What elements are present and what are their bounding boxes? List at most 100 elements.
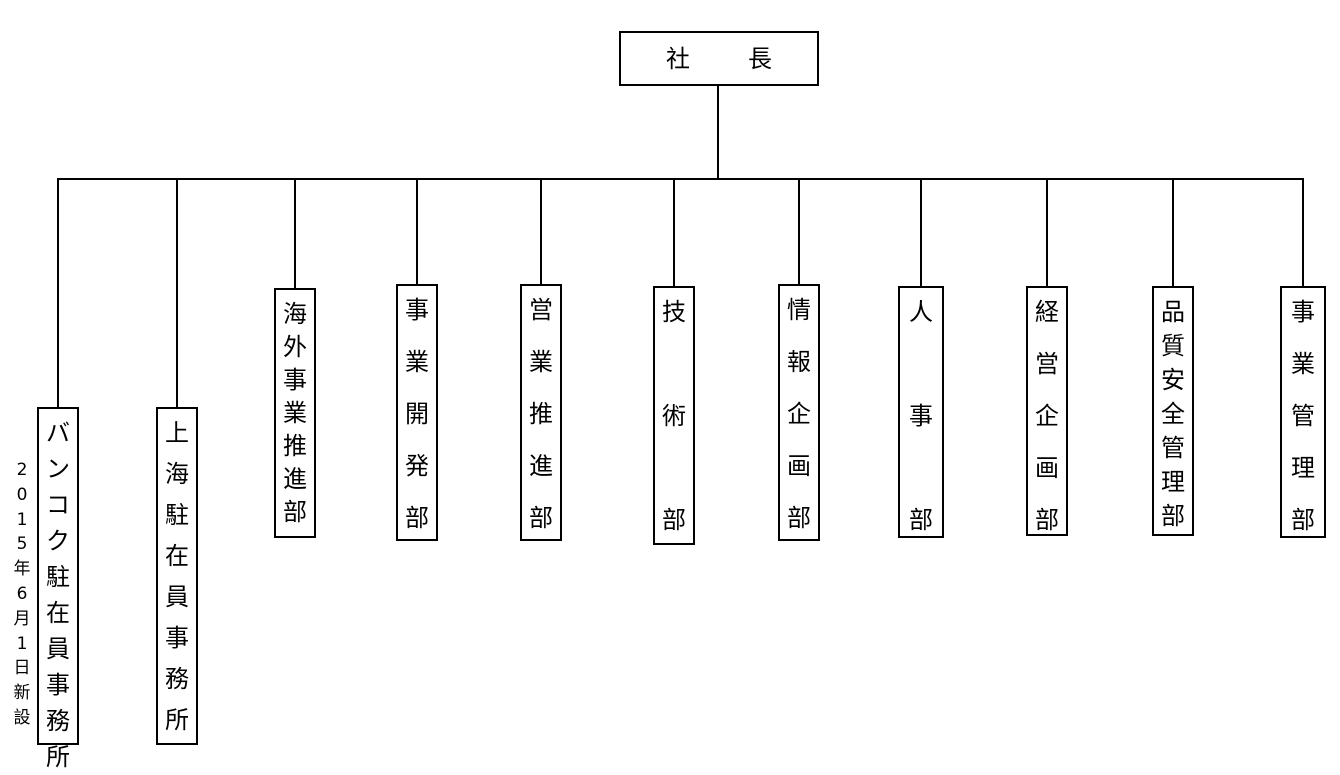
connector-line-sales <box>540 178 542 284</box>
department-label-char: 上 <box>165 419 189 447</box>
department-label-char: 画 <box>1035 454 1059 482</box>
note-char: 1 <box>16 509 28 530</box>
department-label-char: 海 <box>165 460 189 488</box>
note-char: 1 <box>16 633 28 654</box>
department-label-char: 部 <box>787 504 811 532</box>
department-label-char: コ <box>46 491 70 519</box>
connector-line-hr <box>920 178 922 286</box>
connector-line-overseas <box>294 178 296 288</box>
department-label-char: 開 <box>405 400 429 428</box>
department-box-hr: 人事部 <box>898 286 944 538</box>
connector-line-quality <box>1172 178 1174 286</box>
connector-line-bizmgmt <box>1302 178 1304 286</box>
connector-line-tech <box>673 178 675 286</box>
department-label-char: 部 <box>283 498 307 526</box>
connector-line-bangkok <box>57 178 59 407</box>
department-label-char: 全 <box>1161 400 1185 428</box>
department-label-char: 事 <box>909 402 933 430</box>
ceo-label: 社長 <box>666 44 830 73</box>
ceo-connector-line <box>717 86 719 178</box>
department-label-char: 発 <box>405 452 429 480</box>
department-label-char: 海 <box>283 300 307 328</box>
department-label-char: ン <box>46 455 70 483</box>
department-label-char: 質 <box>1161 332 1185 360</box>
department-label-char: 画 <box>787 452 811 480</box>
department-label-char: 部 <box>1035 506 1059 534</box>
department-box-sales: 営業推進部 <box>520 284 562 541</box>
department-box-tech: 技術部 <box>653 286 695 545</box>
ceo-box: 社長 <box>619 31 819 86</box>
department-label-char: 務 <box>165 665 189 693</box>
department-label-char: 技 <box>662 298 686 326</box>
department-label-char: 業 <box>1291 350 1315 378</box>
department-label-char: 業 <box>405 348 429 376</box>
note-char: 2 <box>16 460 28 480</box>
note-char: 6 <box>16 583 28 604</box>
department-label-char: バ <box>46 419 70 447</box>
department-label-char: 部 <box>909 506 933 534</box>
department-label-char: 所 <box>165 706 189 734</box>
department-label-char: 員 <box>165 583 189 611</box>
department-label-char: 部 <box>1161 502 1185 530</box>
connector-line-shanghai <box>176 178 178 407</box>
department-label-char: 人 <box>909 298 933 326</box>
department-box-bizmgmt: 事業管理部 <box>1280 286 1326 538</box>
department-label-char: 在 <box>46 599 70 627</box>
department-label-char: 業 <box>529 348 553 376</box>
department-label-char: 業 <box>283 399 307 427</box>
horizontal-bus-line <box>58 178 1302 180</box>
department-label-char: 務 <box>46 707 70 735</box>
department-label-char: 安 <box>1161 366 1185 394</box>
note-char: 5 <box>16 534 28 555</box>
department-label-char: 品 <box>1161 298 1185 326</box>
department-label-char: 経 <box>1035 298 1059 326</box>
department-box-shanghai: 上海駐在員事務所 <box>156 407 198 745</box>
note-char: 0 <box>16 484 28 505</box>
note-char: 新 <box>13 683 31 704</box>
established-note: 2 0 1 5 年 6 月 1 日新設 <box>12 462 32 735</box>
department-label-char: 事 <box>165 624 189 652</box>
department-label-char: 管 <box>1291 402 1315 430</box>
department-label-char: 部 <box>662 506 686 534</box>
department-label-char: 在 <box>165 542 189 570</box>
department-label-char: 駐 <box>46 563 70 591</box>
department-label-char: 事 <box>405 296 429 324</box>
connector-line-infoplan <box>798 178 800 284</box>
department-box-mgmtplan: 経営企画部 <box>1026 286 1068 536</box>
department-label-char: 外 <box>283 333 307 361</box>
department-label-char: 事 <box>1291 298 1315 326</box>
note-char: 月 <box>13 608 31 629</box>
department-label-char: 理 <box>1291 454 1315 482</box>
note-char: 日 <box>13 658 31 679</box>
note-char: 設 <box>13 707 31 728</box>
department-label-char: 事 <box>283 366 307 394</box>
department-box-overseas: 海外事業推進部 <box>274 288 316 538</box>
department-label-char: 進 <box>529 452 553 480</box>
department-box-infoplan: 情報企画部 <box>778 284 820 541</box>
department-label-char: 報 <box>787 348 811 376</box>
department-label-char: 所 <box>46 743 70 771</box>
department-label-char: 理 <box>1161 468 1185 496</box>
department-label-char: 営 <box>1035 350 1059 378</box>
department-box-quality: 品質安全管理部 <box>1152 286 1194 536</box>
department-label-char: 員 <box>46 635 70 663</box>
note-char: 年 <box>13 559 31 580</box>
department-label-char: ク <box>46 527 70 555</box>
department-label-char: 事 <box>46 671 70 699</box>
connector-line-bizdev <box>416 178 418 284</box>
department-label-char: 企 <box>787 400 811 428</box>
department-label-char: 進 <box>283 465 307 493</box>
department-label-char: 企 <box>1035 402 1059 430</box>
department-label-char: 情 <box>787 296 811 324</box>
department-label-char: 推 <box>529 400 553 428</box>
department-label-char: 部 <box>1291 506 1315 534</box>
department-box-bizdev: 事業開発部 <box>396 284 438 541</box>
department-label-char: 部 <box>405 504 429 532</box>
department-label-char: 術 <box>662 402 686 430</box>
department-label-char: 駐 <box>165 501 189 529</box>
department-label-char: 管 <box>1161 434 1185 462</box>
department-label-char: 推 <box>283 432 307 460</box>
department-box-bangkok: バンコク駐在員事務所 <box>37 407 79 769</box>
department-label-char: 営 <box>529 296 553 324</box>
connector-line-mgmtplan <box>1046 178 1048 286</box>
